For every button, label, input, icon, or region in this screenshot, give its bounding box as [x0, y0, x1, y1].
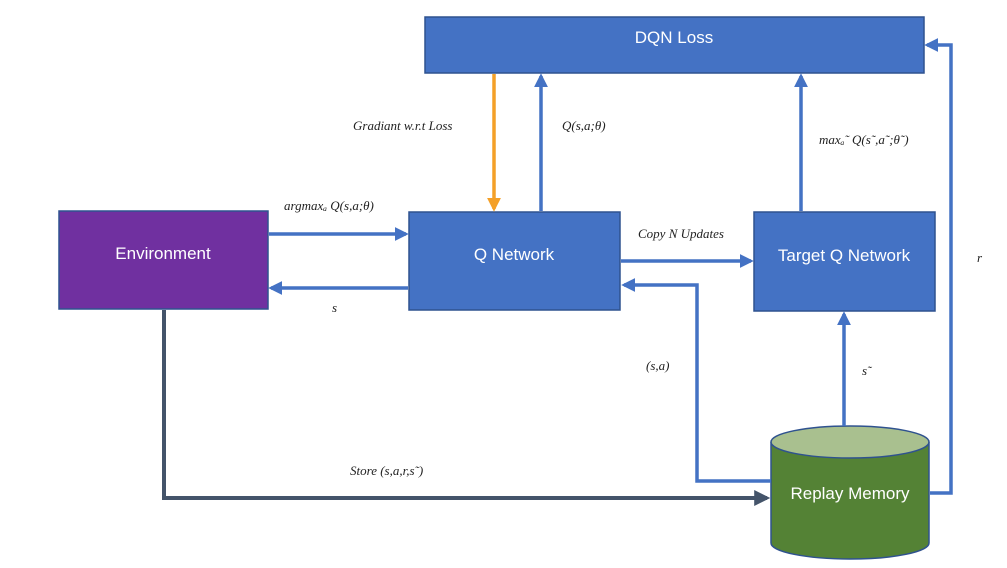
replay-memory-label: Replay Memory	[790, 484, 910, 503]
environment-node: Environment	[58, 210, 269, 310]
store-arrow	[162, 310, 771, 506]
q-network-node: Q Network	[408, 211, 621, 311]
gradient-label: Gradiant w.r.t Loss	[353, 118, 452, 133]
target-q-network-node: Target Q Network	[753, 211, 936, 312]
copy-updates-label: Copy N Updates	[638, 226, 724, 241]
q-network-label: Q Network	[474, 245, 555, 264]
state-label: s	[332, 300, 337, 315]
store-label: Store (s,a,r,s˜)	[350, 463, 423, 478]
sample-arrow	[621, 278, 771, 483]
sample-label: (s,a)	[646, 358, 669, 373]
dqn-loss-node: DQN Loss	[424, 16, 925, 74]
action-label: argmaxₐ Q(s,a;θ)	[284, 198, 374, 213]
reward-arrow	[924, 38, 953, 495]
replay-memory-node: Replay Memory	[770, 425, 930, 560]
reward-label: r	[977, 250, 983, 265]
dqn-loss-label: DQN Loss	[635, 28, 713, 47]
environment-label: Environment	[115, 244, 211, 263]
target-max-label: maxₐ˜ Q(s˜,a˜;θ˜)	[819, 132, 909, 147]
q-value-label: Q(s,a;θ)	[562, 118, 606, 133]
target-q-network-label: Target Q Network	[778, 246, 911, 265]
next-state-label: s˜	[862, 363, 873, 378]
